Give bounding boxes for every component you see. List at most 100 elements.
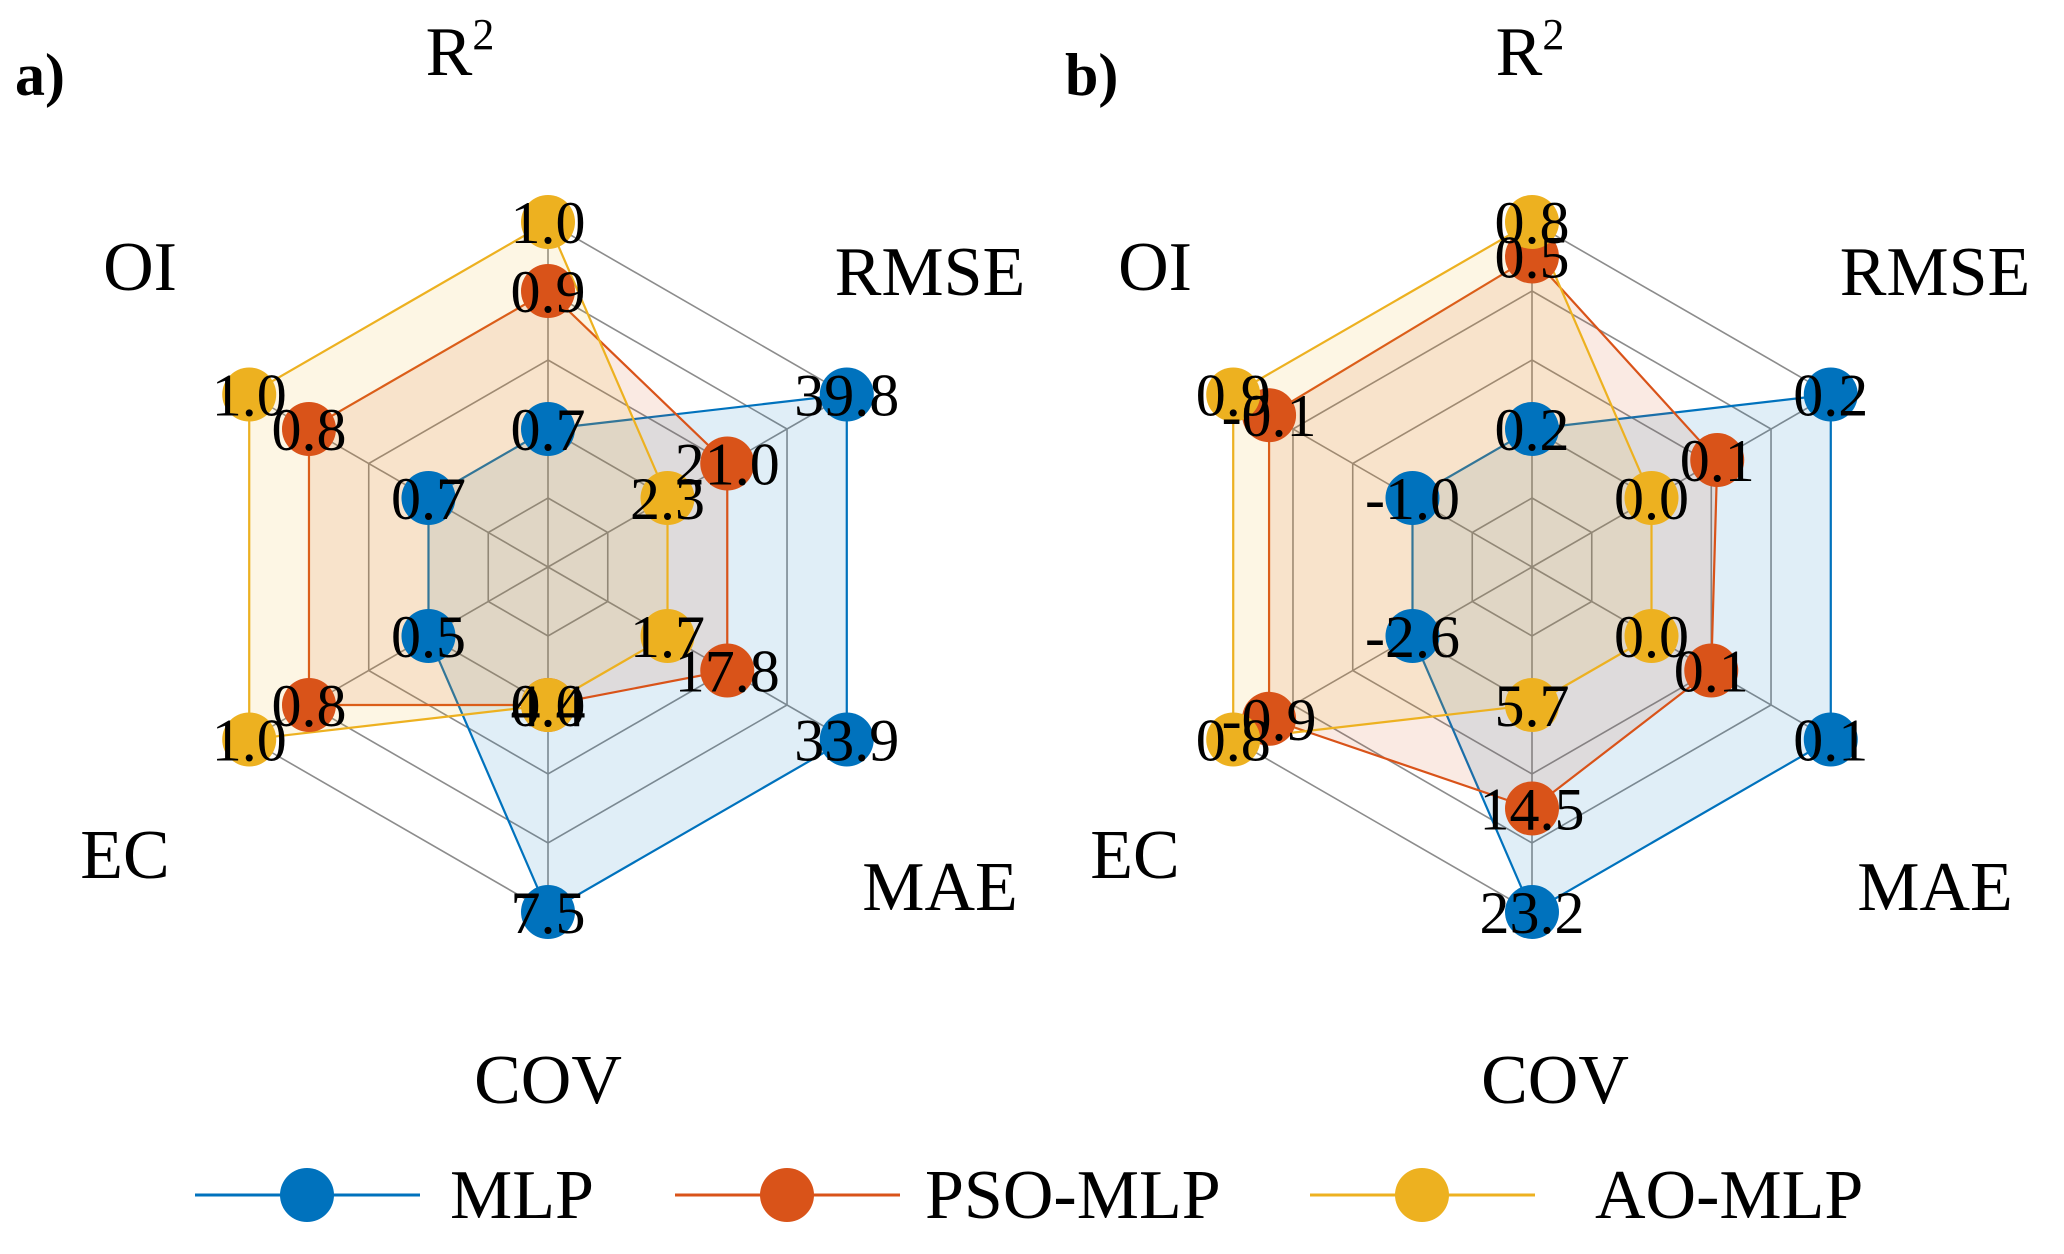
marker-mlp-ec <box>401 609 456 663</box>
value-label-ao-mlp-oi: 0.9 <box>1196 363 1271 429</box>
marker-mlp-mae <box>819 712 874 767</box>
marker-mlp-cov <box>521 885 575 939</box>
axis-label-oi: OI <box>103 229 177 306</box>
value-label-mlp-ec: 0.5 <box>391 604 466 670</box>
marker-ao-mlp-rmse <box>1624 471 1679 525</box>
axis-label-r: R2 <box>426 10 495 91</box>
value-label-mlp-cov: 7.5 <box>511 880 586 946</box>
marker-ao-mlp-mae <box>1624 609 1679 663</box>
marker-mlp-oi <box>1385 471 1440 525</box>
axis-label-text: RMSE <box>1840 234 2031 311</box>
value-label-ao-mlp-r: 0.8 <box>1495 190 1570 256</box>
marker-pso-mlp-r <box>521 264 575 318</box>
marker-mlp-rmse <box>1803 367 1858 422</box>
axis-label-r: R2 <box>1496 10 1565 91</box>
marker-ao-mlp-mae <box>640 609 695 663</box>
axis-label-text: RMSE <box>835 234 1026 311</box>
legend-label-ao-mlp: AO-MLP <box>1595 1157 1863 1234</box>
value-label-ao-mlp-cov: 5.7 <box>1495 673 1570 739</box>
axis-label-ec: EC <box>80 817 169 894</box>
legend-marker-ao-mlp <box>1395 1168 1449 1222</box>
marker-mlp-ec <box>1385 609 1440 663</box>
value-label-pso-mlp-cov: 4.0 <box>511 673 586 739</box>
value-label-mlp-oi: -1.0 <box>1365 466 1460 532</box>
value-label-ao-mlp-ec: 0.8 <box>1196 708 1271 774</box>
axis-label-text: MAE <box>1857 849 2013 926</box>
radar-panel-b: 0.20.20.123.2-2.6-1.00.50.10.114.5-0.9-0… <box>1065 10 2030 1119</box>
value-label-mlp-r: 0.7 <box>511 397 586 463</box>
axis-label-rmse: RMSE <box>1840 234 2031 311</box>
axis-spoke-rmse <box>1531 393 1832 568</box>
radar-panel-a: 0.739.833.97.50.50.70.921.017.84.00.80.8… <box>15 10 1025 1119</box>
marker-mlp-cov <box>1505 885 1559 939</box>
axis-label-cov: COV <box>1481 1042 1629 1119</box>
marker-mlp-rmse <box>819 367 874 422</box>
legend-label-mlp: MLP <box>450 1157 594 1234</box>
legend-item-ao-mlp: AO-MLP <box>1310 1157 1863 1234</box>
value-label-pso-mlp-r: 0.5 <box>1495 225 1570 291</box>
value-label-pso-mlp-r: 0.9 <box>511 259 586 325</box>
marker-ao-mlp-oi <box>1206 367 1261 422</box>
marker-mlp-r <box>521 402 575 456</box>
value-label-mlp-rmse: 39.8 <box>794 363 899 429</box>
value-label-pso-mlp-mae: 17.8 <box>675 639 780 705</box>
axis-label-mae: MAE <box>862 849 1018 926</box>
marker-ao-mlp-r <box>1505 195 1559 249</box>
value-label-mlp-rmse: 0.2 <box>1793 363 1868 429</box>
marker-ao-mlp-ec <box>1206 712 1261 767</box>
axis-label-text: OI <box>1118 229 1192 306</box>
legend-label-pso-mlp: PSO-MLP <box>925 1157 1221 1234</box>
axis-label-superscript: 2 <box>472 10 494 59</box>
marker-mlp-r <box>1505 402 1559 456</box>
marker-ao-mlp-cov <box>1505 678 1559 732</box>
marker-pso-mlp-rmse <box>1690 433 1745 488</box>
panel-label: a) <box>15 42 65 108</box>
axis-label-cov: COV <box>474 1042 622 1119</box>
marker-pso-mlp-mae <box>1684 643 1739 698</box>
marker-pso-mlp-oi <box>281 402 336 456</box>
value-label-ao-mlp-mae: 1.7 <box>630 604 705 670</box>
marker-pso-mlp-ec <box>281 678 336 732</box>
legend: MLP PSO-MLP AO-MLP <box>195 1157 1863 1234</box>
value-label-mlp-r: 0.2 <box>1495 397 1570 463</box>
axis-label-text: EC <box>1090 817 1179 894</box>
axis-label-mae: MAE <box>1857 849 2013 926</box>
panel-label: b) <box>1065 42 1118 108</box>
axis-label-text: OI <box>103 229 177 306</box>
axis-label-ec: EC <box>1090 817 1179 894</box>
axis-spoke-rmse <box>547 393 848 568</box>
marker-mlp-oi <box>401 471 456 525</box>
value-label-ao-mlp-ec: 1.0 <box>212 708 287 774</box>
value-label-mlp-cov: 23.2 <box>1480 880 1585 946</box>
axis-label-text: EC <box>80 817 169 894</box>
axis-label-text: COV <box>474 1042 622 1119</box>
value-label-mlp-mae: 0.1 <box>1793 708 1868 774</box>
axis-label-text: COV <box>1481 1042 1629 1119</box>
marker-ao-mlp-rmse <box>640 471 695 525</box>
value-label-pso-mlp-ec: 0.8 <box>271 673 346 739</box>
legend-marker-pso-mlp <box>760 1168 814 1222</box>
axis-spoke-mae <box>1531 566 1832 741</box>
value-label-pso-mlp-mae: 0.1 <box>1674 639 1749 705</box>
value-label-pso-mlp-ec: -0.9 <box>1222 687 1317 753</box>
axis-label-text: R <box>1496 14 1543 91</box>
value-label-ao-mlp-oi: 1.0 <box>212 363 287 429</box>
value-label-pso-mlp-rmse: 0.1 <box>1680 428 1755 494</box>
axis-spoke-mae <box>547 566 848 741</box>
value-label-pso-mlp-oi: 0.8 <box>271 397 346 463</box>
axis-label-text: MAE <box>862 849 1018 926</box>
marker-pso-mlp-rmse <box>700 436 755 491</box>
legend-marker-mlp <box>280 1168 334 1222</box>
value-label-ao-mlp-rmse: 0.0 <box>1614 466 1689 532</box>
value-label-mlp-oi: 0.7 <box>391 466 466 532</box>
legend-item-pso-mlp: PSO-MLP <box>675 1157 1221 1234</box>
marker-ao-mlp-cov <box>521 678 575 732</box>
value-label-pso-mlp-rmse: 21.0 <box>675 432 780 498</box>
axis-label-text: R <box>426 14 473 91</box>
value-label-ao-mlp-rmse: 2.3 <box>630 466 705 532</box>
value-label-mlp-ec: -2.6 <box>1365 604 1460 670</box>
axis-label-superscript: 2 <box>1542 10 1564 59</box>
marker-pso-mlp-mae <box>700 643 755 698</box>
marker-mlp-mae <box>1803 712 1858 767</box>
